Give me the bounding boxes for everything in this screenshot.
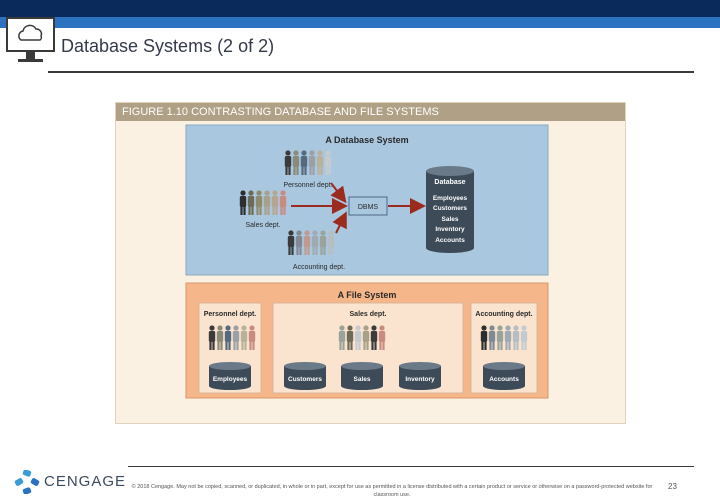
figure-header: FIGURE 1.10 CONTRASTING DATABASE AND FIL…: [116, 103, 625, 121]
copyright-notice: © 2018 Cengage. May not be copied, scann…: [131, 484, 653, 498]
database-item-accounts: Accounts: [435, 237, 465, 244]
db-personnel-label: Personnel dept.: [283, 182, 332, 189]
database-item-inventory: Inventory: [435, 226, 465, 233]
dbms-box: [348, 196, 388, 216]
database-item-employees: Employees: [433, 195, 468, 202]
fs-accounting-label: Accounting dept.: [475, 311, 532, 318]
database-item-customers: Customers: [433, 205, 467, 212]
fs-employees-label: Employees: [213, 376, 248, 383]
slide-title: Database Systems (2 of 2): [61, 36, 275, 56]
footer-divider: [128, 466, 694, 467]
page-number: 23: [668, 482, 677, 491]
cengage-logo-text: CENGAGE: [44, 473, 127, 490]
fs-customers-cylinder-icon: [284, 362, 326, 390]
fs-customers-label: Customers: [288, 376, 322, 383]
cengage-logo-icon: [14, 470, 40, 494]
fs-inventory-cylinder-icon: [399, 362, 441, 390]
db-accounting-label: Accounting dept.: [293, 264, 345, 271]
fs-personnel-label: Personnel dept.: [204, 311, 257, 318]
title-divider: [48, 71, 694, 73]
database-cylinder-icon: [426, 166, 474, 253]
diagram-canvas: A Database System Personnel dept. Sales …: [185, 124, 549, 399]
cloud-monitor-icon: [6, 17, 55, 62]
fs-sales-file-label: Sales: [354, 376, 371, 383]
fs-sales-cylinder-icon: [341, 362, 383, 390]
database-title: Database: [434, 179, 465, 186]
fs-employees-cylinder-icon: [209, 362, 251, 390]
db-sales-label: Sales dept.: [245, 222, 280, 229]
fs-accounts-cylinder-icon: [483, 362, 525, 390]
top-banner-accent: [0, 17, 720, 28]
file-system-title: A File System: [338, 290, 397, 300]
fs-sales-label: Sales dept.: [350, 311, 387, 318]
dbms-label: DBMS: [358, 204, 379, 211]
arrow-accounting-to-dbms: [332, 211, 347, 234]
database-item-sales: Sales: [442, 216, 459, 223]
fs-accounts-label: Accounts: [489, 376, 519, 383]
database-system-title: A Database System: [325, 135, 408, 145]
figure-contrasting-systems: A Database System Personnel dept. Sales …: [115, 102, 626, 424]
top-banner: [0, 0, 720, 17]
arrow-personnel-to-dbms: [330, 182, 347, 204]
fs-inventory-label: Inventory: [405, 376, 435, 383]
